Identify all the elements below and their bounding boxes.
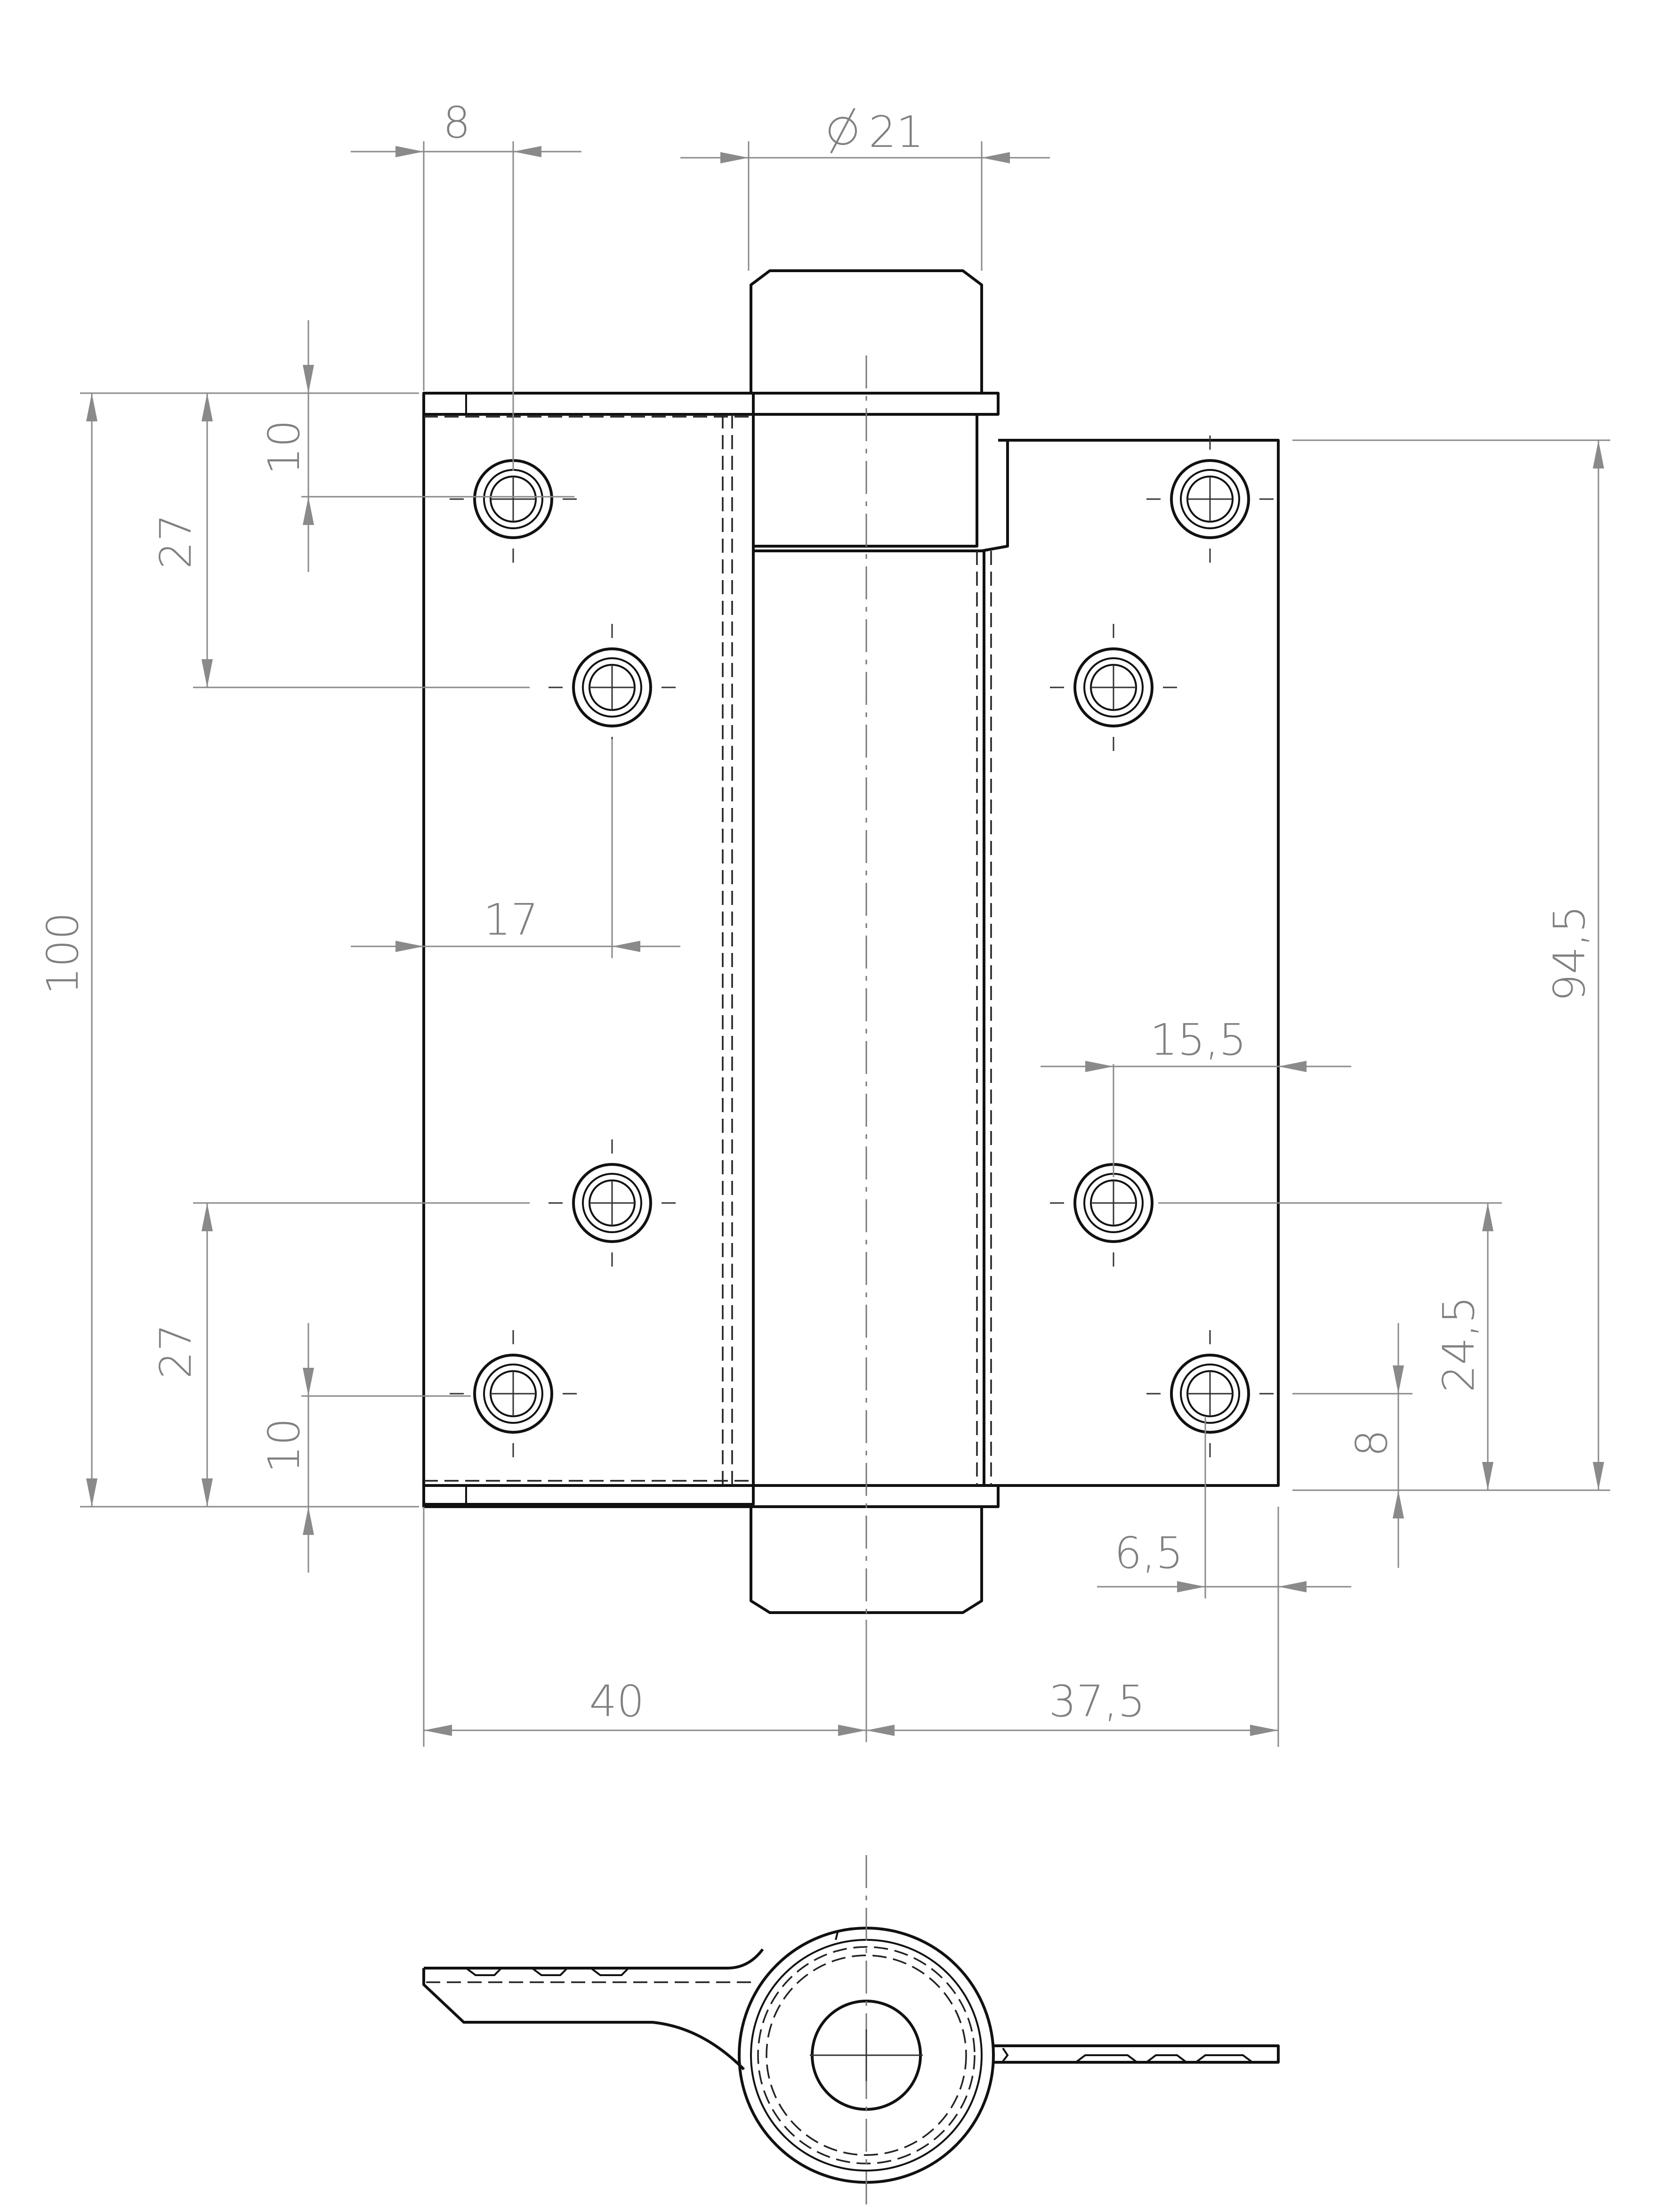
dimension-diameter: 21 — [869, 107, 924, 157]
screw-hole — [1146, 436, 1274, 563]
screw-hole — [549, 624, 676, 751]
dimension-40: 40 — [589, 1676, 644, 1727]
diameter-symbol-icon — [829, 108, 857, 153]
dimension-15-5: 15,5 — [1150, 1015, 1247, 1065]
screw-hole — [1050, 624, 1177, 751]
screw-hole — [450, 1330, 577, 1457]
dimension-27-top: 27 — [151, 514, 201, 569]
dimension-37-5: 37,5 — [1049, 1676, 1146, 1727]
left-leaf — [422, 392, 1000, 1508]
dimension-100: 100 — [38, 912, 88, 995]
dimension-10-top: 10 — [259, 420, 309, 475]
dimension-6-5: 6,5 — [1114, 1528, 1183, 1578]
right-leaf — [981, 439, 1280, 1487]
dimension-10-bottom: 10 — [259, 1418, 309, 1473]
dimension-17: 17 — [483, 895, 538, 945]
section-view — [422, 1855, 1280, 2212]
dimension-8-top: 8 — [443, 97, 471, 148]
screw-hole — [549, 1139, 676, 1267]
dimension-94-5: 94,5 — [1544, 905, 1595, 1002]
dimensions: 8 21 10 27 100 — [38, 97, 1610, 1747]
hinge-barrel — [750, 269, 992, 1614]
front-view — [422, 269, 1280, 1620]
dimension-8-right: 8 — [1347, 1429, 1397, 1457]
dimension-27-bottom: 27 — [151, 1324, 201, 1379]
dimension-24-5: 24,5 — [1434, 1296, 1484, 1393]
screw-hole — [1146, 1330, 1274, 1457]
